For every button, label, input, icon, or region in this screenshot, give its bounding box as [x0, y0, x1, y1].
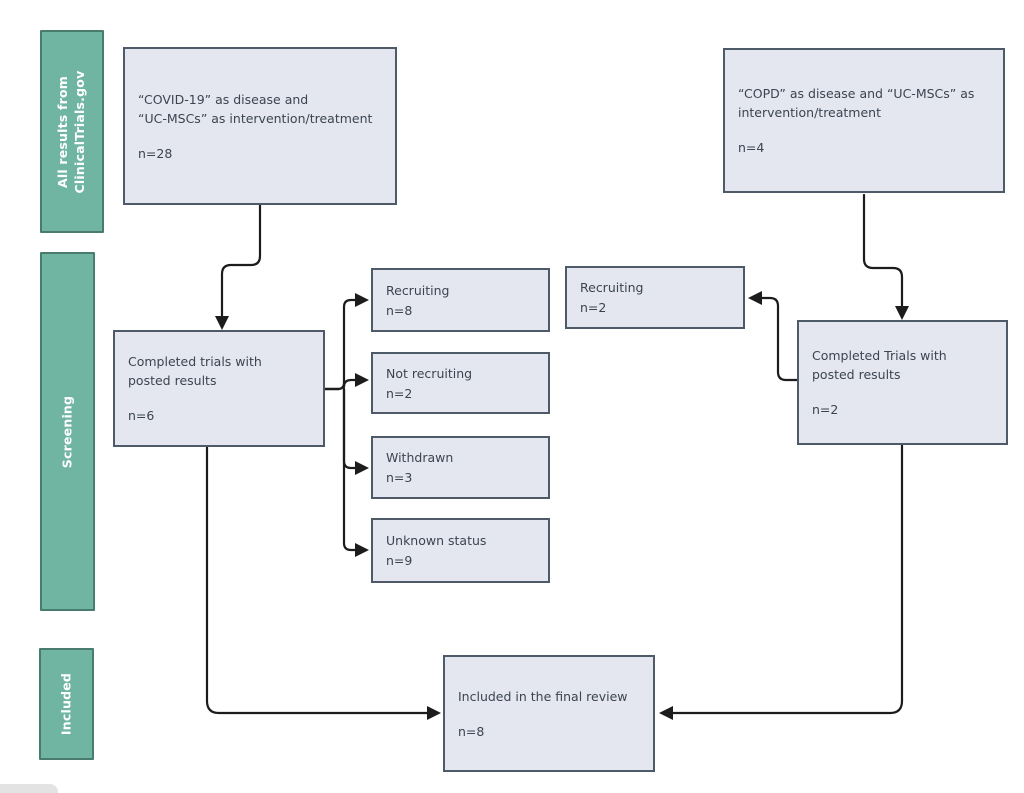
- node-count: n=2: [580, 300, 607, 315]
- node-covid-search: “COVID-19” as disease and “UC-MSCs” as i…: [123, 47, 397, 205]
- arrowhead-copd-completed-to-recruiting: [748, 291, 762, 305]
- page-corner-artifact: [0, 784, 58, 793]
- node-label: Recruiting: [580, 280, 644, 295]
- connector-copd-to-completed: [862, 193, 904, 309]
- node-count: n=8: [386, 302, 413, 318]
- arrowhead-unknown-status: [355, 543, 369, 557]
- connector-branch-up: [336, 298, 358, 391]
- node-label: Withdrawn: [386, 450, 454, 465]
- arrowhead-final-right: [659, 706, 673, 720]
- arrowhead-copd-to-completed: [895, 306, 909, 320]
- stage-band-label: Screening: [59, 395, 75, 468]
- node-label: Completed Trials with posted results: [812, 348, 947, 382]
- node-label: Included in the final review: [458, 688, 628, 704]
- node-recruiting-covid: Recruiting n=8: [371, 268, 550, 332]
- arrowhead-withdrawn: [355, 461, 369, 475]
- node-label: “COVID-19” as disease and “UC-MSCs” as i…: [138, 91, 373, 126]
- node-unknown-status: Unknown status n=9: [371, 518, 550, 583]
- arrowhead-final-left: [427, 706, 441, 720]
- arrowhead-recruiting: [355, 293, 369, 307]
- stage-band-screening: Screening: [40, 252, 95, 611]
- connector-branch-withdrawn: [342, 387, 358, 470]
- connector-copd-completed-to-final: [670, 443, 904, 715]
- node-count: n=6: [128, 408, 155, 423]
- node-count: n=2: [386, 385, 413, 401]
- node-count: n=2: [812, 402, 839, 417]
- connector-branch-down: [342, 387, 358, 552]
- node-count: n=3: [386, 470, 413, 485]
- stage-band-label: Included: [58, 672, 74, 736]
- node-not-recruiting: Not recruiting n=2: [371, 352, 550, 414]
- node-label: Unknown status: [386, 533, 487, 548]
- node-label: Completed trials with posted results: [128, 354, 262, 388]
- node-recruiting-copd: Recruiting n=2: [565, 266, 745, 329]
- stage-band-label: All results from ClinicalTrials.gov: [55, 70, 87, 193]
- node-count: n=4: [738, 140, 765, 155]
- node-covid-completed: Completed trials with posted results n=6: [113, 330, 325, 447]
- node-label: Not recruiting: [386, 365, 473, 381]
- node-final-review: Included in the final review n=8: [443, 655, 655, 772]
- arrowhead-covid-to-completed: [215, 316, 229, 330]
- node-copd-search: “COPD” as disease and “UC-MSCs” as inter…: [723, 48, 1005, 193]
- node-copd-completed: Completed Trials with posted results n=2: [797, 320, 1008, 445]
- connector-copd-completed-to-recruiting: [750, 296, 799, 382]
- node-count: n=8: [458, 723, 485, 739]
- stage-band-included: Included: [39, 648, 94, 760]
- node-label: Recruiting: [386, 282, 450, 298]
- connector-branch-notrecruiting: [342, 378, 358, 389]
- node-count: n=9: [386, 553, 413, 568]
- connector-covid-to-completed: [220, 203, 262, 319]
- node-withdrawn: Withdrawn n=3: [371, 436, 550, 499]
- node-count: n=28: [138, 145, 173, 161]
- stage-band-all-results: All results from ClinicalTrials.gov: [40, 30, 104, 233]
- node-label: “COPD” as disease and “UC-MSCs” as inter…: [738, 86, 975, 120]
- arrowhead-not-recruiting: [355, 373, 369, 387]
